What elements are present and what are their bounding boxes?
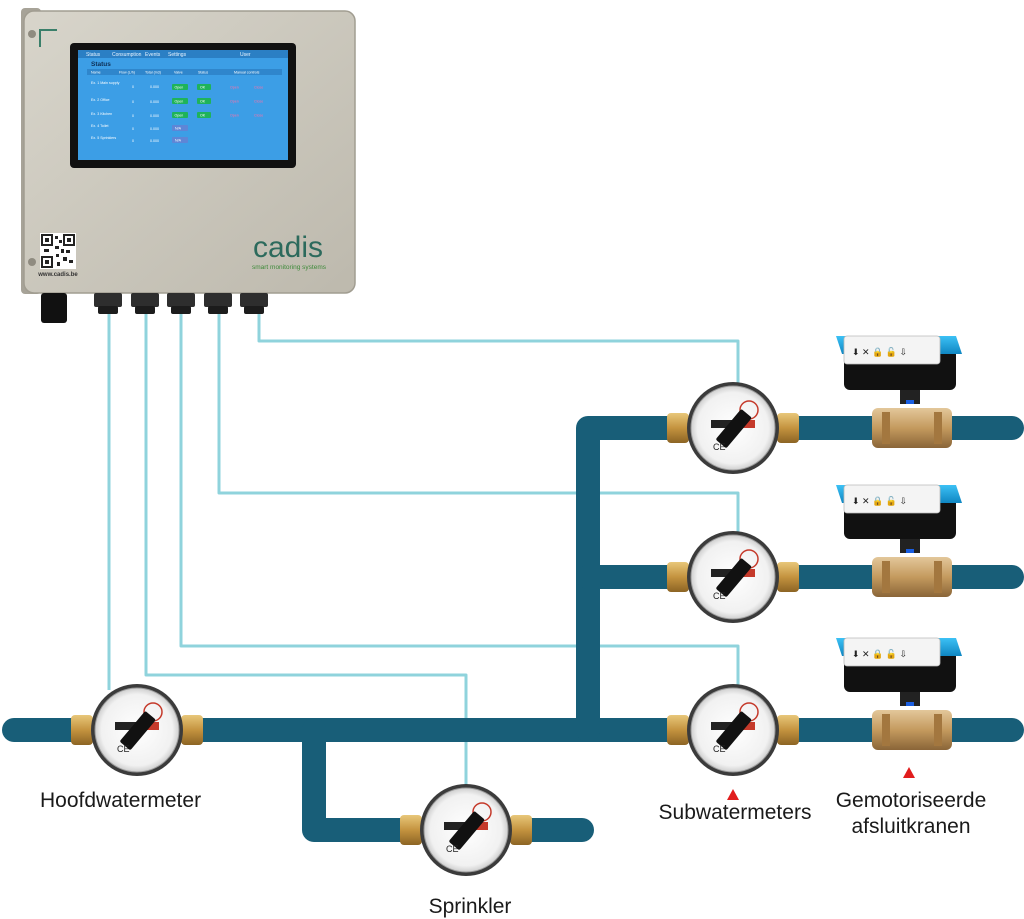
- screen-row: Ex. 5 Sprinklers 0 0.000 N/A: [91, 136, 188, 143]
- screen-row-status: OK: [200, 114, 206, 118]
- label-sub-meters: Subwatermeters: [658, 801, 812, 824]
- screen-col-manual: Manual controls: [234, 71, 260, 75]
- screen-menu-settings[interactable]: Settings: [168, 52, 187, 58]
- cable-gland: [204, 293, 232, 314]
- screen-col-name: Name: [91, 71, 101, 75]
- cable-gland: [240, 293, 268, 314]
- cable-gland: [167, 293, 195, 314]
- sprinkler-water-meter: CE: [400, 784, 532, 876]
- cable-gland: [131, 293, 159, 314]
- screen-row-name: Ex. 2 Office: [91, 98, 110, 102]
- cadis-controller: Status Consumption Events Settings User …: [21, 8, 356, 323]
- screen-row-name: Ex. 3 Kitchen: [91, 112, 112, 116]
- svg-text:⬇ ✕ 🔒 🔓 ⇩: ⬇ ✕ 🔒 🔓 ⇩: [852, 346, 907, 357]
- svg-text:⬇ ✕ 🔒 🔓 ⇩: ⬇ ✕ 🔒 🔓 ⇩: [852, 648, 907, 659]
- motorized-valve: ⬇ ✕ 🔒 🔓 ⇩: [836, 335, 962, 448]
- screen-menu-consumption[interactable]: Consumption: [112, 52, 142, 58]
- screen-row: Ex. 2 Office 0 0.000 Open OK Open Close: [91, 98, 263, 104]
- main-water-meter: CE: [71, 684, 203, 776]
- screen-row-valve: Open: [175, 100, 184, 104]
- website-text: www.cadis.be: [37, 272, 78, 278]
- label-main-meter: Hoofdwatermeter: [40, 789, 202, 812]
- label-sprinkler: Sprinkler: [428, 895, 512, 918]
- screen-title: Status: [91, 61, 111, 68]
- screen-col-total: Total (m3): [145, 71, 161, 75]
- svg-text:CE: CE: [117, 744, 130, 754]
- screen-row-flow: 0: [132, 85, 134, 89]
- screen-row: Ex. 1 Main supply 0 0.000 Open OK Open C…: [91, 81, 263, 90]
- qr-code: [40, 233, 76, 269]
- screen-row-close-button[interactable]: Close: [254, 86, 263, 90]
- screen-row-close-button[interactable]: Close: [254, 114, 263, 118]
- screen-row-total: 0.000: [150, 139, 159, 143]
- screen-row-status: OK: [200, 86, 206, 90]
- screen-row-name: Ex. 1 Main supply: [91, 81, 120, 85]
- screen-row-valve: Open: [175, 114, 184, 118]
- screen-row-flow: 0: [132, 114, 134, 118]
- screen-row-total: 0.000: [150, 114, 159, 118]
- cable-glands: [94, 293, 268, 314]
- screen-col-valve: Valve: [174, 71, 183, 75]
- screen-menu-events[interactable]: Events: [145, 52, 161, 58]
- svg-text:CE: CE: [713, 442, 726, 452]
- screen-menu-user[interactable]: User: [240, 52, 251, 58]
- brand-tagline: smart monitoring systems: [252, 264, 327, 271]
- svg-text:CE: CE: [713, 591, 726, 601]
- sub-water-meter: CE: [667, 531, 799, 623]
- screen-row-open-button[interactable]: Open: [230, 100, 239, 104]
- motorized-valve: ⬇ ✕ 🔒 🔓 ⇩: [836, 637, 962, 750]
- marker-sub-meters: [727, 789, 739, 800]
- screen-row-flow: 0: [132, 127, 134, 131]
- cable-gland: [94, 293, 122, 314]
- power-connector: [41, 293, 67, 323]
- screen-row-close-button[interactable]: Close: [254, 100, 263, 104]
- riser-pipe: [576, 416, 1024, 742]
- motorized-valve: ⬇ ✕ 🔒 🔓 ⇩: [836, 484, 962, 597]
- svg-text:CE: CE: [446, 844, 459, 854]
- screen-col-status: Status: [198, 71, 208, 75]
- screen-row-valve: Open: [175, 86, 184, 90]
- marker-valves: [903, 767, 915, 778]
- sub-water-meter: CE: [667, 684, 799, 776]
- screen-menu-status[interactable]: Status: [86, 52, 101, 58]
- wire-sub-meter-3: [179, 305, 740, 688]
- screen-row-open-button[interactable]: Open: [230, 114, 239, 118]
- sub-water-meter: CE: [667, 382, 799, 474]
- screen-row-flow: 0: [132, 100, 134, 104]
- screen-row-name: Ex. 5 Sprinklers: [91, 136, 116, 140]
- screen-row-valve: N/A: [175, 127, 182, 131]
- brand-logo: cadis: [253, 231, 323, 264]
- screen-row-name: Ex. 4 Toilet: [91, 124, 109, 128]
- screen-row-open-button[interactable]: Open: [230, 86, 239, 90]
- screen-row: Ex. 3 Kitchen 0 0.000 Open OK Open Close: [91, 112, 263, 118]
- screen-row-total: 0.000: [150, 85, 159, 89]
- label-valves-line1: Gemotoriseerde: [835, 789, 987, 812]
- svg-text:CE: CE: [713, 744, 726, 754]
- screen-row-total: 0.000: [150, 100, 159, 104]
- label-valves-line2: afsluitkranen: [851, 815, 971, 838]
- svg-text:⬇ ✕ 🔒 🔓 ⇩: ⬇ ✕ 🔒 🔓 ⇩: [852, 495, 907, 506]
- screen-row-flow: 0: [132, 139, 134, 143]
- wire-sub-meter-2: [217, 305, 740, 537]
- screen-row-status: OK: [200, 100, 206, 104]
- screen-row-valve: N/A: [175, 139, 182, 143]
- screen-col-flow: Flow (L/h): [119, 71, 135, 75]
- wire-sub-meter-1: [257, 305, 740, 385]
- screen-row-total: 0.000: [150, 127, 159, 131]
- screen-row: Ex. 4 Toilet 0 0.000 N/A: [91, 124, 188, 131]
